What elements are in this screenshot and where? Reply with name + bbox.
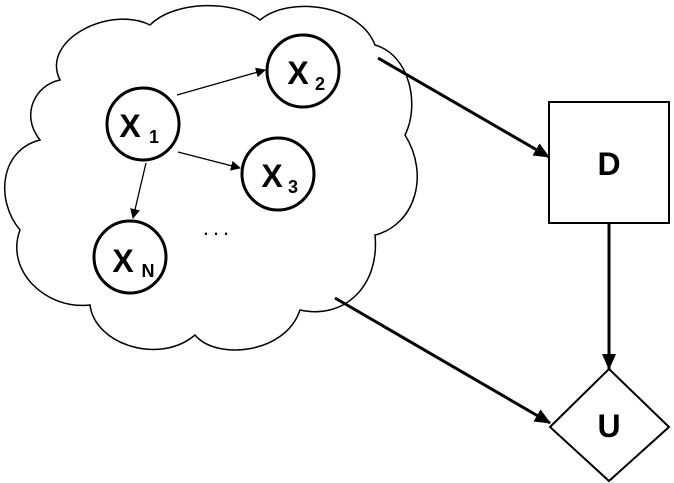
node-x2-subscript: 2 (315, 74, 325, 94)
node-x1: X 1 (105, 86, 181, 162)
edge-cloud-to-utility (334, 296, 551, 425)
edge-x1-to-x3 (177, 151, 241, 171)
decision-node: D (548, 101, 670, 224)
node-xn: X N (92, 219, 168, 295)
chance-variables-cloud (3, 4, 418, 351)
node-x3-label: X (261, 158, 283, 194)
node-x2-circle (265, 33, 341, 109)
node-x1-circle (105, 86, 181, 162)
node-x2: X 2 (265, 33, 341, 109)
decision-node-box (548, 101, 670, 224)
node-x2-label: X (287, 55, 309, 91)
more-nodes-ellipsis: ... (203, 215, 233, 240)
node-xn-label: X (112, 243, 134, 279)
edge-x1-to-xn (130, 162, 147, 219)
utility-node-diamond (548, 367, 671, 483)
node-x3-circle (240, 136, 316, 212)
node-xn-subscript: N (142, 261, 155, 281)
node-x3: X 3 (240, 136, 316, 212)
utility-node-label: U (597, 408, 620, 444)
utility-node: U (548, 367, 671, 483)
node-x1-subscript: 1 (149, 127, 159, 147)
node-x1-label: X (119, 108, 141, 144)
node-xn-circle (92, 219, 168, 295)
node-x3-subscript: 3 (288, 177, 298, 197)
edge-cloud-to-decision (377, 56, 550, 159)
edge-x1-to-x2 (176, 67, 266, 96)
decision-node-label: D (597, 146, 620, 182)
